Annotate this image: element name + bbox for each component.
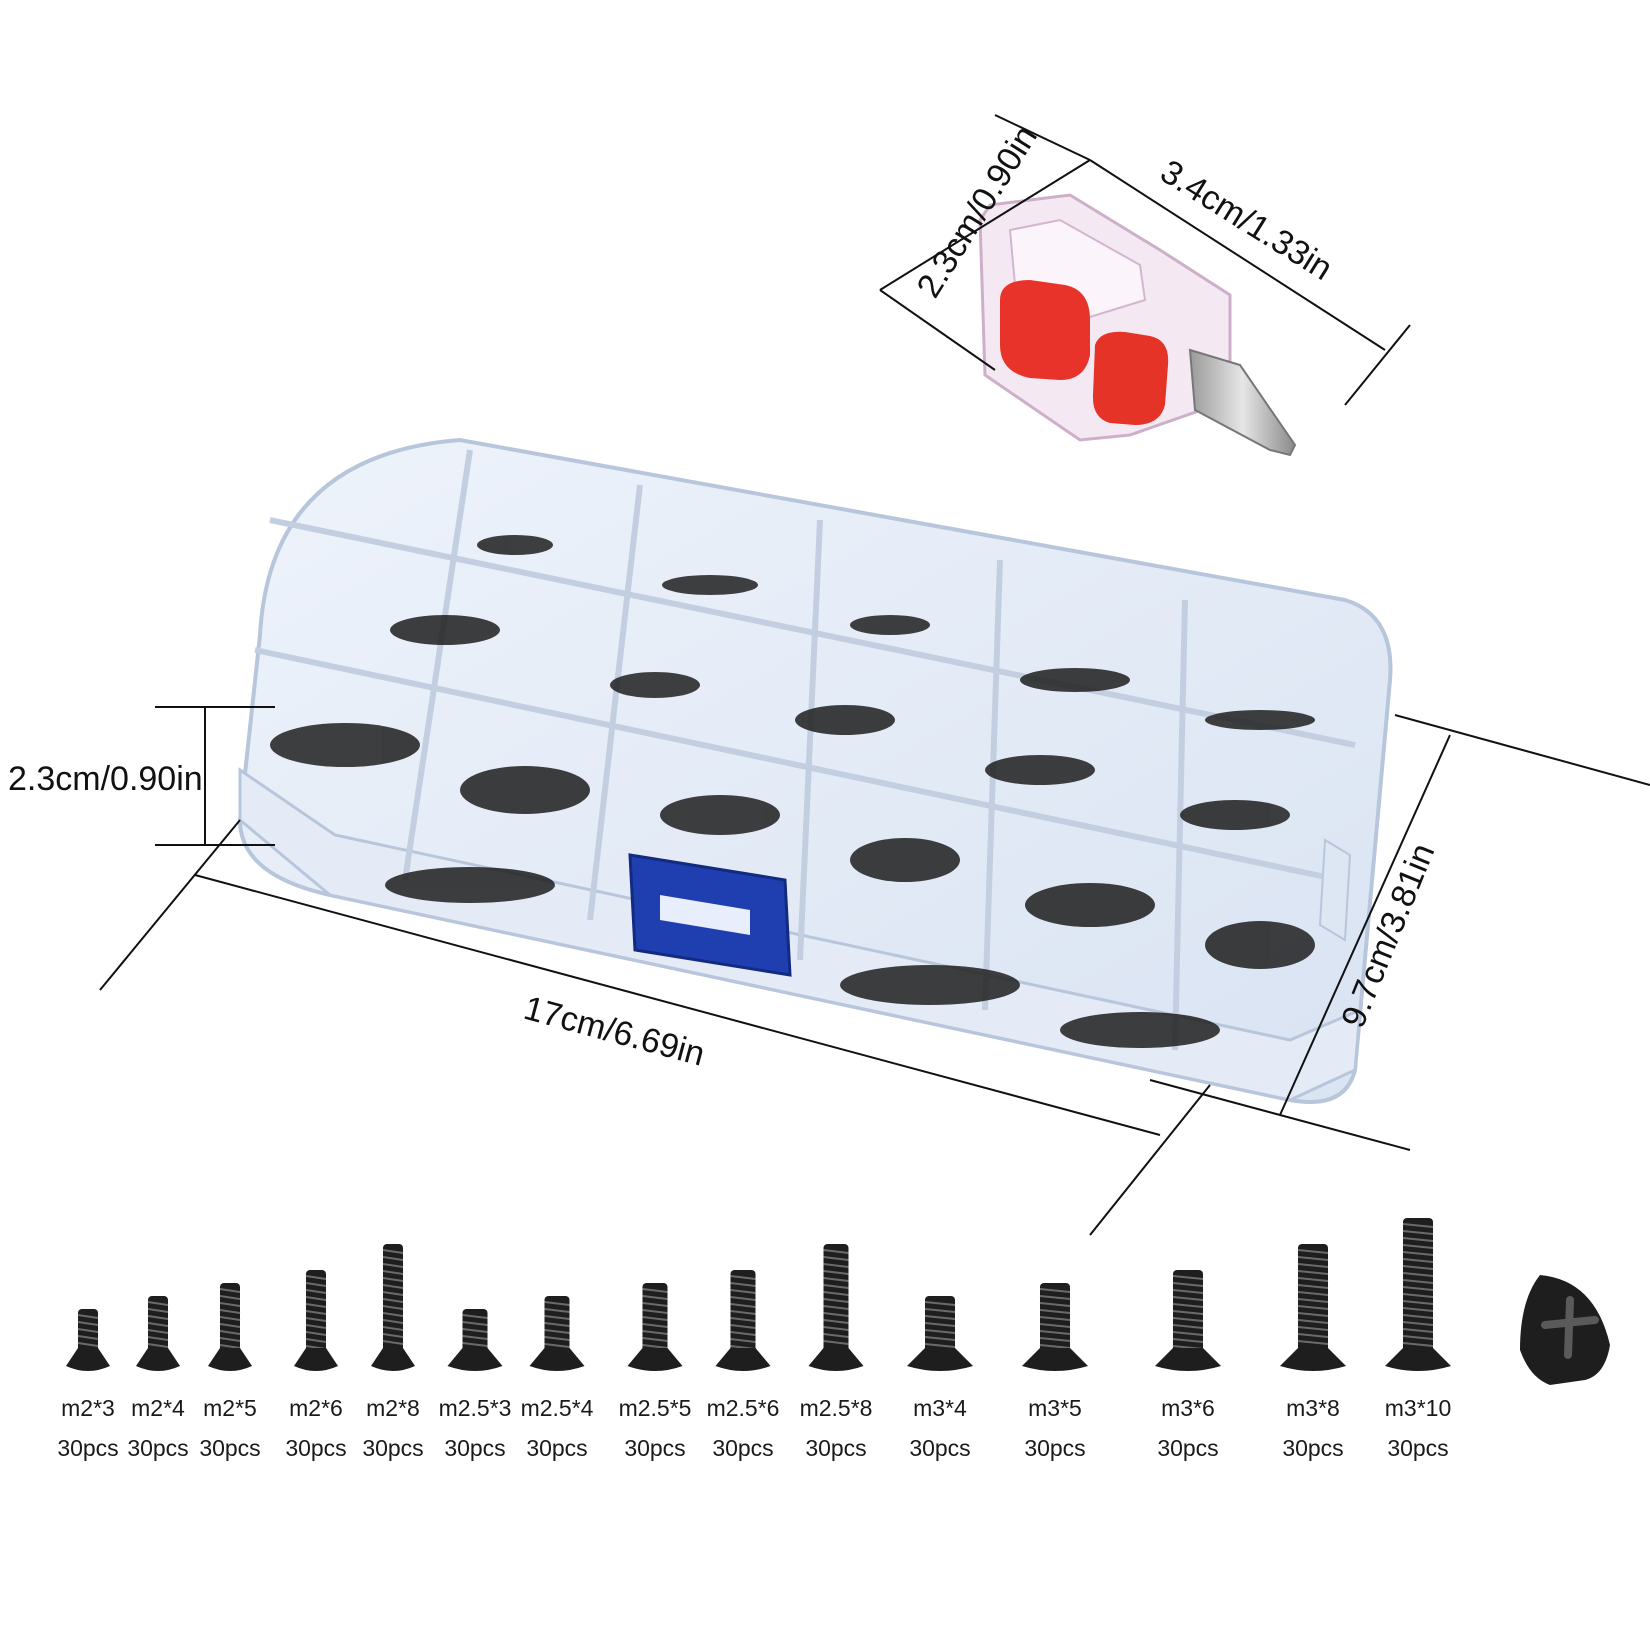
screw-size: m2*6	[289, 1395, 343, 1421]
screw-size: m3*6	[1161, 1395, 1215, 1421]
screw-quantity: 30pcs	[199, 1434, 261, 1461]
screw-m2*4	[136, 1296, 180, 1371]
screw-size: m2*8	[366, 1395, 420, 1421]
screw-label: m2*8 30pcs	[338, 1395, 448, 1462]
screw-label: m2.5*3 30pcs	[420, 1395, 530, 1462]
screw-quantity: 30pcs	[805, 1434, 867, 1461]
screw-label: m3*5 30pcs	[1000, 1395, 1110, 1462]
screw-label: m2*3 30pcs	[33, 1395, 143, 1462]
screw-m2*3	[66, 1309, 110, 1371]
screw-quantity: 30pcs	[127, 1434, 189, 1461]
screw-label: m2.5*6 30pcs	[688, 1395, 798, 1462]
box-dimension-lines	[99, 706, 1650, 1236]
screw-quantity: 30pcs	[1387, 1434, 1449, 1461]
screw-m3*5	[1022, 1283, 1088, 1371]
screw-size: m2*4	[131, 1395, 185, 1421]
screw-quantity: 30pcs	[57, 1434, 119, 1461]
screw-quantity: 30pcs	[909, 1434, 971, 1461]
screw-size: m2.5*6	[706, 1395, 780, 1421]
screw-size: m2*3	[61, 1395, 115, 1421]
screw-size: m3*5	[1028, 1395, 1082, 1421]
screw-label: m2.5*4 30pcs	[502, 1395, 612, 1462]
screw-row	[66, 1218, 1451, 1371]
box-height-label: 2.3cm/0.90in	[8, 760, 203, 798]
screw-m2.5*3	[447, 1309, 503, 1371]
screw-quantity: 30pcs	[285, 1434, 347, 1461]
screw-m3*4	[907, 1296, 973, 1371]
screw-quantity: 30pcs	[1024, 1434, 1086, 1461]
screw-label: m2.5*8 30pcs	[781, 1395, 891, 1462]
screw-label: m3*6 30pcs	[1133, 1395, 1243, 1462]
screw-quantity: 30pcs	[1157, 1434, 1219, 1461]
screw-m2.5*6	[715, 1270, 771, 1371]
screw-m3*8	[1280, 1244, 1346, 1371]
screw-size: m2.5*3	[438, 1395, 512, 1421]
screw-size: m2.5*4	[520, 1395, 594, 1421]
screw-size: m2.5*5	[618, 1395, 692, 1421]
screw-label: m3*8 30pcs	[1258, 1395, 1368, 1462]
screw-size: m3*4	[913, 1395, 967, 1421]
screw-m2*8	[371, 1244, 415, 1371]
screw-m3*6	[1155, 1270, 1221, 1371]
screwdriver	[978, 193, 1297, 457]
screw-size: m2.5*8	[799, 1395, 873, 1421]
screw-quantity: 30pcs	[444, 1434, 506, 1461]
driver-dimension-lines	[879, 114, 1411, 406]
screw-size: m2*5	[203, 1395, 257, 1421]
screw-label: m2*6 30pcs	[261, 1395, 371, 1462]
driver-handle-core	[1000, 280, 1090, 380]
screw-label: m3*10 30pcs	[1363, 1395, 1473, 1462]
screw-label: m2*5 30pcs	[175, 1395, 285, 1462]
screw-m2.5*8	[808, 1244, 864, 1371]
screw-size: m3*10	[1384, 1395, 1452, 1421]
box-length-label: 17cm/6.69in	[520, 989, 709, 1074]
screw-m2.5*4	[529, 1296, 585, 1371]
organizer-box	[237, 437, 1393, 1104]
screw-quantity: 30pcs	[526, 1434, 588, 1461]
screw-m3*10	[1385, 1218, 1451, 1371]
screw-quantity: 30pcs	[624, 1434, 686, 1461]
screw-m2*6	[294, 1270, 338, 1371]
screw-head-detail	[1520, 1275, 1610, 1385]
screw-m2.5*5	[627, 1283, 683, 1371]
screw-m2*5	[208, 1283, 252, 1371]
screw-quantity: 30pcs	[712, 1434, 774, 1461]
screw-label: m2.5*5 30pcs	[600, 1395, 710, 1462]
screw-quantity: 30pcs	[1282, 1434, 1344, 1461]
screw-size: m3*8	[1286, 1395, 1340, 1421]
screw-label: m3*4 30pcs	[885, 1395, 995, 1462]
screw-quantity: 30pcs	[362, 1434, 424, 1461]
screw-label: m2*4 30pcs	[103, 1395, 213, 1462]
